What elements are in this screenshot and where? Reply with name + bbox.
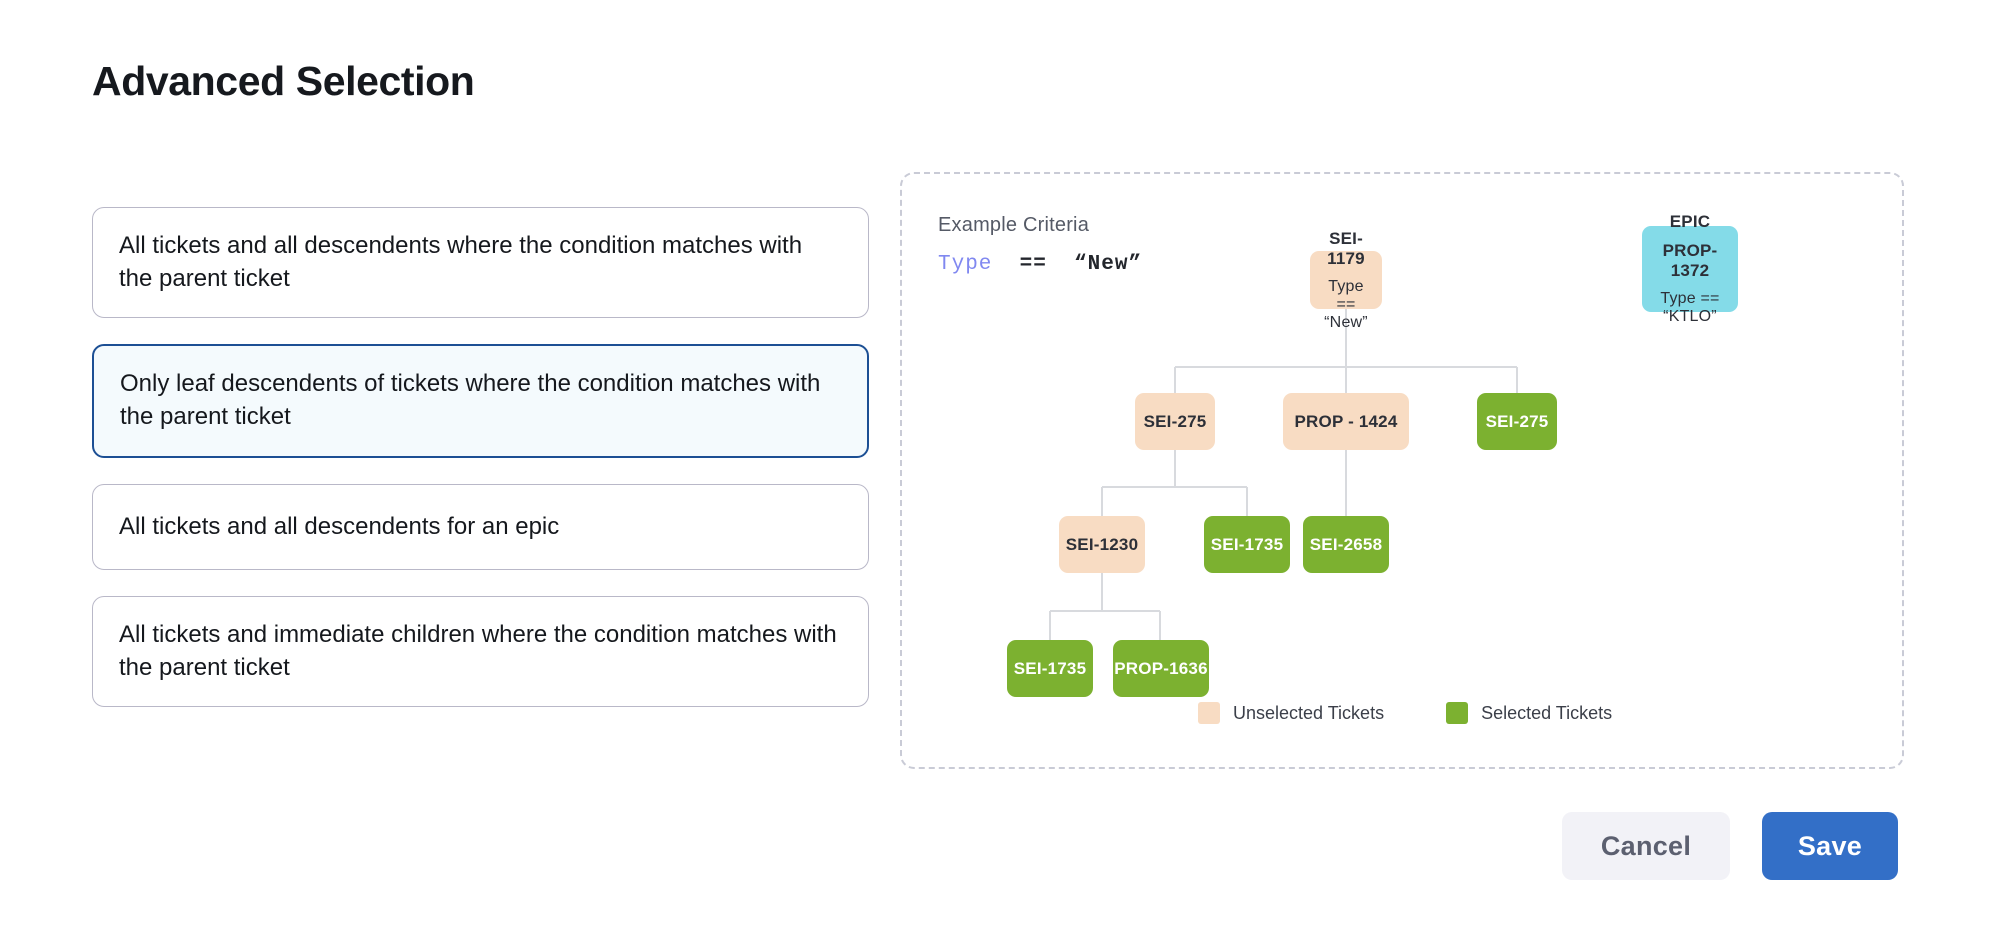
node-title: PROP-1636	[1114, 658, 1208, 678]
tree-node-sei-1179[interactable]: SEI-1179 Type == “New”	[1310, 229, 1382, 331]
tree-node-sei-275-a[interactable]: SEI-275	[1135, 393, 1215, 450]
tree-node-sei-1735-a[interactable]: SEI-1735	[1204, 516, 1290, 573]
example-diagram-panel: Example Criteria Type == “New”	[900, 172, 1904, 769]
option-label: All tickets and all descendents where th…	[119, 232, 803, 292]
option-label: All tickets and immediate children where…	[119, 621, 837, 681]
node-subtitle: Type == “KTLO”	[1660, 290, 1720, 325]
node-title: SEI-275	[1143, 411, 1207, 431]
legend-item-selected: Selected Tickets	[1446, 702, 1612, 724]
criteria-field: Type	[938, 253, 993, 276]
option-list: All tickets and all descendents where th…	[92, 207, 869, 733]
node-subtitle: Type == “New”	[1324, 277, 1368, 331]
criteria-operator: ==	[1019, 253, 1047, 276]
tree-node-prop-1636[interactable]: PROP-1636	[1113, 640, 1209, 697]
cancel-button[interactable]: Cancel	[1562, 812, 1730, 880]
node-key: PROP-1372	[1662, 241, 1718, 280]
option-card-all-descendents[interactable]: All tickets and all descendents where th…	[92, 207, 869, 319]
node-title: PROP - 1424	[1294, 411, 1398, 431]
legend-label: Unselected Tickets	[1233, 702, 1385, 723]
node-title: SEI-1735	[1210, 534, 1284, 554]
option-card-leaf-descendents[interactable]: Only leaf descendents of tickets where t…	[92, 344, 869, 458]
node-title: SEI-275	[1485, 411, 1549, 431]
tree-node-sei-275-b[interactable]: SEI-275	[1477, 393, 1557, 450]
option-card-immediate-children[interactable]: All tickets and immediate children where…	[92, 596, 869, 708]
tree-node-prop-1424[interactable]: PROP - 1424	[1283, 393, 1409, 450]
legend-swatch-selected-icon	[1446, 702, 1469, 724]
legend-label: Selected Tickets	[1481, 702, 1613, 723]
criteria-expression: Type == “New”	[938, 253, 1142, 276]
legend-item-unselected: Unselected Tickets	[1198, 702, 1384, 724]
page-title: Advanced Selection	[92, 58, 475, 104]
tree-node-sei-1735-b[interactable]: SEI-1735	[1007, 640, 1093, 697]
dialog-footer: Cancel Save	[1562, 812, 1898, 880]
diagram-legend: Unselected Tickets Selected Tickets	[1198, 702, 1612, 724]
save-button[interactable]: Save	[1762, 812, 1898, 880]
node-title: EPIC	[1669, 212, 1711, 231]
legend-swatch-unselected-icon	[1198, 702, 1220, 724]
tree-node-epic-prop-1372[interactable]: EPIC PROP-1372 Type == “KTLO”	[1642, 212, 1738, 325]
option-label: All tickets and all descendents for an e…	[119, 512, 560, 540]
criteria-label: Example Criteria	[938, 214, 1090, 236]
node-title: SEI-2658	[1309, 534, 1383, 554]
ticket-tree: SEI-1179 Type == “New” EPIC PROP-1372 Ty…	[902, 174, 1902, 767]
criteria-value: “New”	[1074, 253, 1143, 276]
option-card-epic-descendents[interactable]: All tickets and all descendents for an e…	[92, 483, 869, 571]
node-title: SEI-1735	[1013, 658, 1087, 678]
tree-node-sei-2658[interactable]: SEI-2658	[1303, 516, 1389, 573]
option-label: Only leaf descendents of tickets where t…	[120, 370, 821, 430]
node-title: SEI-1230	[1065, 534, 1139, 554]
node-title: SEI-1179	[1327, 228, 1365, 268]
tree-connectors	[1049, 309, 1518, 640]
tree-node-sei-1230[interactable]: SEI-1230	[1059, 516, 1145, 573]
